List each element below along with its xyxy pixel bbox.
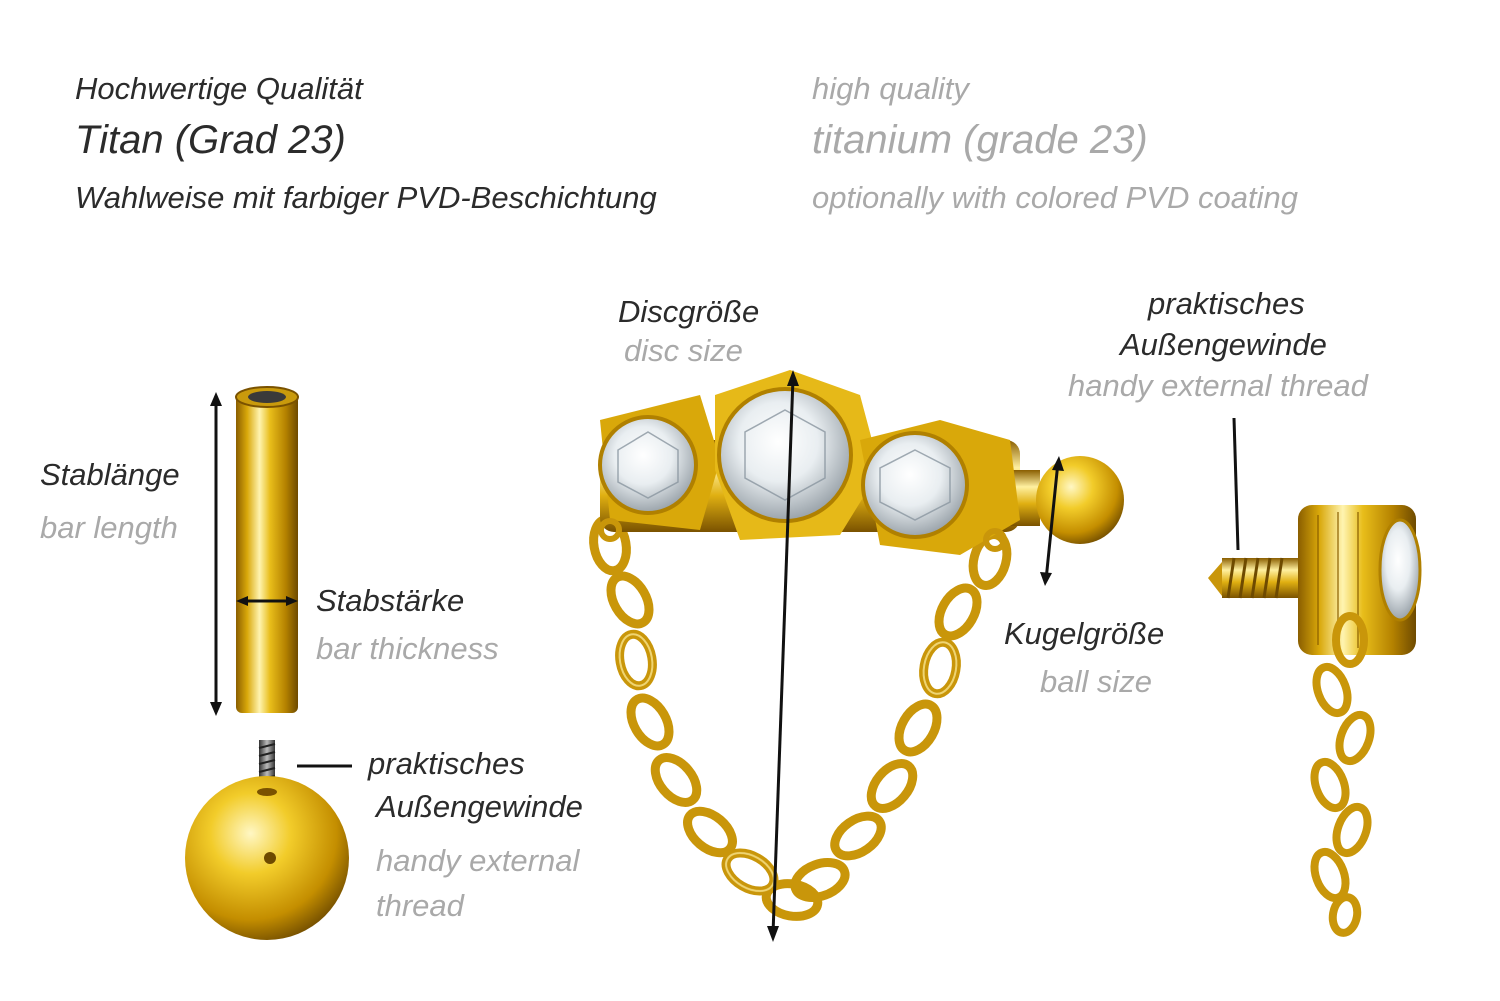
thread-left-label-de-1: praktisches	[368, 746, 525, 781]
bar-length-label-en: bar length	[40, 510, 178, 545]
gem-left	[598, 415, 698, 515]
ball-size-arrow	[1040, 456, 1064, 586]
thread-pointer-right	[1232, 417, 1240, 551]
thread-right-label-de-2: Außengewinde	[1120, 327, 1327, 362]
bar-length-label-de: Stablänge	[40, 457, 180, 492]
ball-size-label-en: ball size	[1040, 664, 1152, 699]
bar-thickness-label-de: Stabstärke	[316, 583, 465, 618]
thread-left-label-en-1: handy external	[376, 843, 580, 878]
chain-right	[790, 530, 1012, 902]
bar-component	[235, 386, 299, 713]
thread-right-label-en: handy external thread	[1068, 368, 1368, 403]
bar-thread-hole	[248, 391, 286, 403]
bar-length-arrow	[210, 392, 222, 716]
thread-left-label-de-2: Außengewinde	[376, 789, 583, 824]
side-view-piece	[1208, 505, 1422, 937]
thread-left-label-en-2: thread	[376, 888, 464, 923]
material-label-de: Titan (Grad 23)	[75, 118, 346, 162]
gem-bar	[598, 370, 1124, 555]
ball-end	[1036, 456, 1124, 544]
gem-center	[717, 387, 853, 523]
gem-right	[861, 431, 969, 539]
bar-thickness-arrow	[236, 596, 298, 606]
disc-size-arrow	[767, 370, 799, 942]
bar-thickness-label-en: bar thickness	[316, 631, 499, 666]
thread-right-label-de-1: praktisches	[1148, 286, 1305, 321]
disc-size-label-en: disc size	[624, 333, 743, 368]
quality-label-de: Hochwertige Qualität	[75, 71, 363, 106]
ball-with-thread	[185, 740, 349, 940]
ball-size-label-de: Kugelgröße	[1004, 616, 1165, 651]
quality-label-en: high quality	[812, 71, 969, 106]
material-label-en: titanium (grade 23)	[812, 118, 1148, 162]
coating-label-de: Wahlweise mit farbiger PVD-Beschichtung	[75, 180, 657, 215]
coating-label-en: optionally with colored PVD coating	[812, 180, 1298, 215]
bar-body	[236, 395, 298, 713]
disc-size-label-de: Discgröße	[618, 294, 760, 329]
